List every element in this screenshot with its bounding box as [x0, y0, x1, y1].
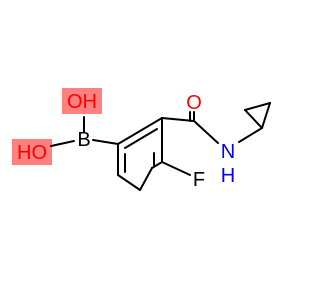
- hydroxyl-upper-highlight: [62, 88, 102, 114]
- molecule-diagram: B OH HO O N H F: [12, 88, 271, 191]
- fluorine-label: F: [193, 169, 205, 191]
- ring-bond-3a: [151, 161, 163, 169]
- boron-label: B: [77, 129, 90, 151]
- boron-oh-left-bond: [50, 140, 75, 147]
- ring-fluorine-bond: [161, 161, 191, 176]
- ring-bond-3b: [139, 167, 153, 191]
- cyclopropyl-bond-1: [244, 109, 263, 129]
- ring-carbonyl-bond: [161, 117, 195, 122]
- ring-boron-bond: [92, 139, 119, 145]
- carbonyl-oxygen-label: O: [186, 92, 202, 114]
- amide-nitrogen-label: N: [221, 141, 235, 163]
- hydroxyl-left-highlight: [12, 139, 52, 165]
- nitrogen-cyclopropyl-bond: [238, 127, 263, 143]
- amide-hydrogen-label: H: [221, 165, 235, 187]
- cyclopropyl-bond-2: [244, 102, 271, 111]
- bonds: [50, 102, 271, 191]
- ring-bond-1: [117, 117, 163, 145]
- cyclopropyl-bond-3: [261, 102, 271, 129]
- hydroxyl-upper-label: OH: [67, 91, 97, 113]
- ring-bond-4: [117, 174, 141, 191]
- hydroxyl-left-label: HO: [17, 142, 47, 164]
- carbonyl-nitrogen-bond: [193, 120, 219, 144]
- structure-canvas: B OH HO O N H F: [12, 88, 271, 191]
- ring-double-1: [124, 128, 158, 149]
